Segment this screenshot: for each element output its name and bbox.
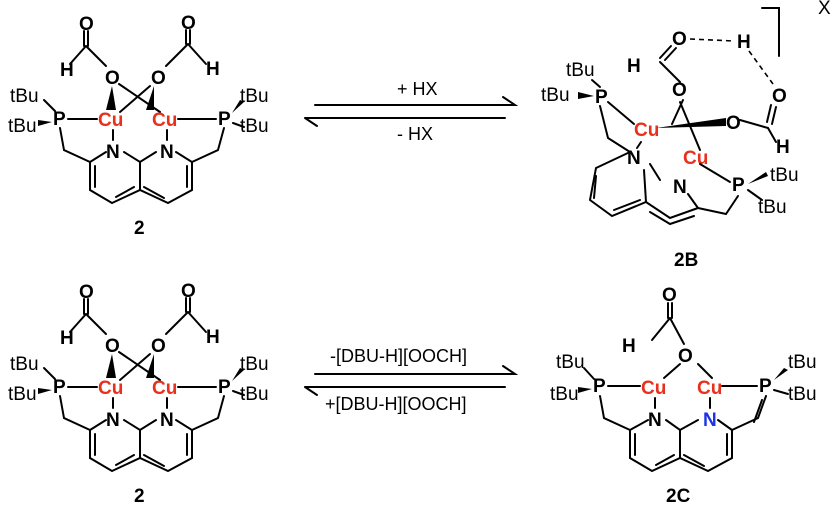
formate-oxygen-bridging: O: [151, 68, 166, 89]
tbu-label: tBu: [788, 352, 817, 373]
phosphorus-atom-left: P: [53, 377, 66, 398]
counterion-label: X: [818, 0, 831, 19]
copper-atom-left: Cu: [98, 110, 123, 131]
reverse-condition: - HX: [397, 124, 433, 144]
formate-oxygen-bridging: O: [678, 346, 693, 367]
formate-oxygen-carbonyl: O: [181, 281, 196, 302]
tbu-label: tBu: [10, 354, 39, 375]
formate-hydrogen: H: [60, 328, 74, 349]
formate-oxygen-carbonyl: O: [772, 86, 787, 107]
tbu-label: tBu: [566, 60, 595, 81]
formate-hydrogen: H: [206, 327, 220, 348]
nitrogen-atom-deprotonated: N: [703, 410, 717, 431]
formate-oxygen-carbonyl: O: [662, 285, 677, 306]
nitrogen-atom: N: [648, 410, 662, 431]
formate-oxygen-carbonyl: O: [79, 14, 94, 35]
nitrogen-atom: N: [627, 148, 641, 169]
tbu-label: tBu: [240, 384, 269, 405]
complex-2C: O H O Cu Cu P tBu tBu P tBu tBu N N 2C: [550, 285, 817, 507]
equilibrium-arrow-top: + HX - HX: [304, 79, 519, 144]
copper-atom-left: Cu: [641, 378, 666, 399]
copper-atom-left: Cu: [634, 120, 659, 141]
tbu-label: tBu: [10, 86, 39, 107]
formate-hydrogen: H: [737, 32, 751, 53]
copper-atom-right: Cu: [152, 110, 177, 131]
nitrogen-atom: N: [160, 142, 174, 163]
nitrogen-atom: N: [160, 410, 174, 431]
formate-hydrogen: H: [206, 59, 220, 80]
formate-oxygen-carbonyl: O: [181, 13, 196, 34]
nitrogen-atom: N: [106, 142, 120, 163]
formate-hydrogen: H: [60, 60, 74, 81]
phosphorus-atom-right: P: [218, 109, 231, 130]
reverse-condition: +[DBU-H][OOCH]: [325, 394, 467, 414]
formate-oxygen-carbonyl: O: [79, 282, 94, 303]
phosphorus-atom-left: P: [595, 87, 608, 108]
phosphorus-atom-right: P: [218, 377, 231, 398]
forward-condition: + HX: [397, 79, 438, 99]
equilibrium-arrow-bottom: -[DBU-H][OOCH] +[DBU-H][OOCH]: [304, 346, 519, 414]
formate-hydrogen: H: [622, 336, 636, 357]
phosphorus-atom-right: P: [732, 175, 745, 196]
tbu-label: tBu: [788, 384, 817, 405]
compound-label: 2C: [666, 486, 691, 507]
copper-atom-right: Cu: [152, 378, 177, 399]
tbu-label: tBu: [550, 384, 579, 405]
formate-oxygen-carbonyl: O: [672, 29, 687, 50]
copper-atom-right: Cu: [683, 148, 708, 169]
formate-oxygen-bridging: O: [672, 80, 687, 101]
formate-oxygen-bridging: O: [105, 336, 120, 357]
tbu-label: tBu: [541, 85, 570, 106]
tbu-label: tBu: [8, 384, 37, 405]
compound-label: 2: [134, 486, 145, 507]
compound-label: 2B: [674, 250, 698, 271]
formate-hydrogen: H: [776, 137, 790, 158]
formate-oxygen-bridging: O: [105, 68, 120, 89]
complex-2B: X O H H O O H O Cu Cu P tBu tBu P tBu tB…: [541, 0, 831, 271]
nitrogen-atom: N: [106, 410, 120, 431]
complex-2-top: O H O O H O Cu Cu P tBu tBu P tBu tBu: [8, 13, 269, 239]
tbu-label: tBu: [758, 197, 787, 218]
nitrogen-atom: N: [673, 177, 687, 198]
tbu-label: tBu: [240, 354, 269, 375]
formate-hydrogen: H: [627, 56, 641, 77]
tbu-label: tBu: [8, 116, 37, 137]
formate-oxygen-bridging: O: [726, 113, 741, 134]
tbu-label: tBu: [240, 86, 269, 107]
copper-atom-left: Cu: [98, 378, 123, 399]
complex-2-bottom: O H O O H O Cu Cu P tBu tBu P tBu tBu N …: [8, 281, 269, 507]
phosphorus-atom-right: P: [759, 376, 772, 397]
compound-label: 2: [134, 218, 145, 239]
forward-condition: -[DBU-H][OOCH]: [330, 346, 467, 366]
formate-oxygen-bridging: O: [151, 336, 166, 357]
tbu-label: tBu: [556, 352, 585, 373]
phosphorus-atom-left: P: [53, 109, 66, 130]
tbu-label: tBu: [240, 116, 269, 137]
phosphorus-atom-left: P: [593, 376, 606, 397]
copper-atom-right: Cu: [697, 378, 722, 399]
tbu-label: tBu: [770, 165, 799, 186]
